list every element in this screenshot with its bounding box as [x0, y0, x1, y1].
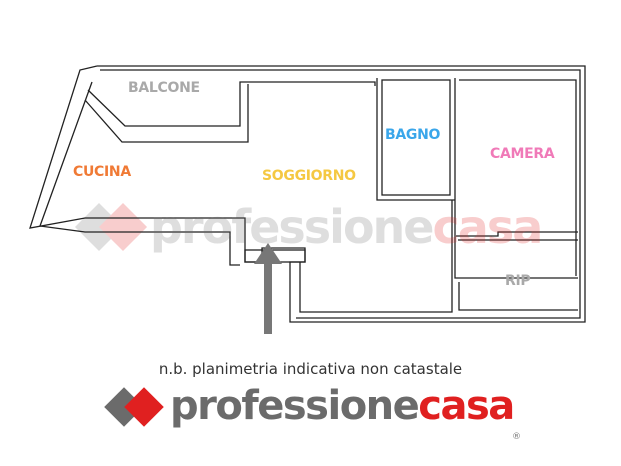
room-label-bagno: BAGNO	[385, 127, 441, 143]
logo-diamonds-icon	[104, 387, 164, 427]
disclaimer-note: n.b. planimetria indicativa non catastal…	[158, 360, 463, 378]
brand-logo: professionecasa	[170, 383, 515, 429]
room-label-cucina: CUCINA	[73, 164, 131, 180]
logo-part2: casa	[418, 383, 515, 429]
room-label-balcone: BALCONE	[128, 80, 200, 96]
walls	[29, 65, 586, 323]
logo-part1: professione	[170, 383, 420, 429]
entrance-arrow-icon	[254, 243, 282, 334]
room-label-soggiorno: SOGGIORNO	[262, 168, 356, 184]
watermark-logo-icon	[74, 202, 148, 252]
room-label-camera: CAMERA	[490, 146, 555, 162]
room-label-rip: RIP	[505, 273, 531, 289]
watermark-part1: professione	[150, 200, 435, 254]
watermark-part2: casa	[432, 200, 544, 254]
registered-mark: ®	[512, 432, 521, 442]
watermark-text: professionecasa	[150, 204, 543, 250]
